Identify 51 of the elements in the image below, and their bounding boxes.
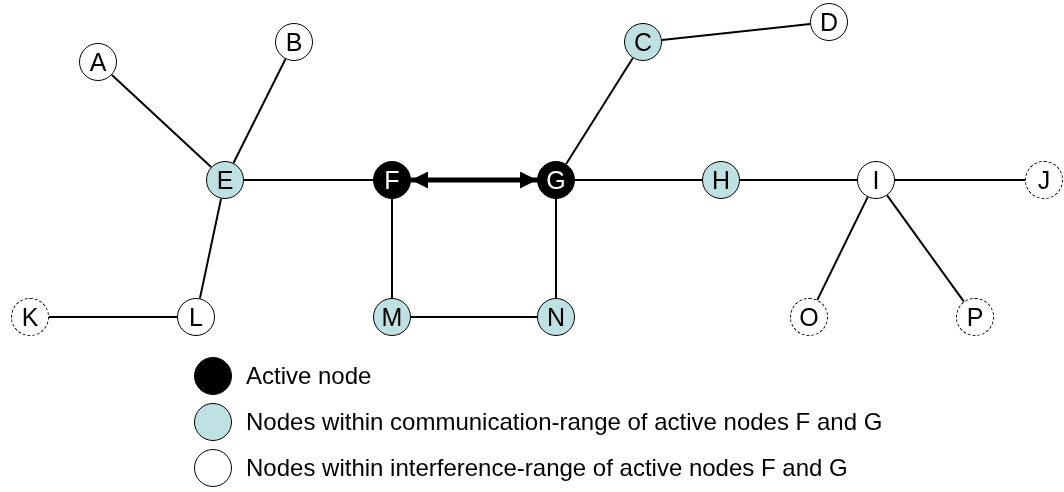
dashed-node-circle	[790, 298, 828, 336]
node-circle	[857, 161, 895, 199]
node-label: A	[89, 49, 107, 75]
node-circle	[810, 3, 848, 41]
node-circle	[537, 298, 575, 336]
connector-line	[555, 198, 557, 299]
connector-line	[816, 196, 869, 301]
legend-label: Nodes within communication-range of active nodes F and G	[246, 410, 883, 434]
node-label: O	[799, 304, 819, 330]
connector-line	[48, 316, 178, 318]
node-circle	[177, 298, 215, 336]
node-circle	[79, 43, 117, 81]
node-circle	[206, 161, 244, 199]
node-label: N	[546, 304, 566, 330]
node-label: K	[21, 304, 39, 330]
dashed-node-circle	[11, 298, 49, 336]
node-label: F	[384, 167, 400, 193]
dashed-node-circle	[956, 298, 994, 336]
connector-line	[198, 197, 223, 300]
connector-line	[894, 179, 1026, 181]
node-circle	[537, 161, 575, 199]
legend-label: Nodes within interference-range of active nodes F and G	[246, 456, 848, 480]
arrow	[411, 171, 537, 189]
connector-line	[410, 316, 538, 318]
connector-line	[886, 194, 965, 303]
dashed-node-circle	[1025, 161, 1063, 199]
connector-line	[739, 179, 858, 181]
node-label: L	[189, 304, 203, 330]
node-label: I	[872, 167, 880, 193]
connector-line	[574, 179, 703, 181]
node-circle	[275, 23, 313, 61]
connector-line	[110, 73, 213, 169]
node-label: C	[633, 29, 653, 55]
legend-label: Active node	[246, 364, 372, 388]
connector-line	[243, 179, 374, 181]
node-label: D	[819, 9, 839, 35]
node-circle	[373, 298, 411, 336]
node-label: J	[1037, 167, 1051, 193]
node-circle	[702, 161, 740, 199]
connector-line	[391, 198, 393, 299]
node-label: M	[381, 304, 403, 330]
connector-line	[565, 57, 634, 165]
node-circle	[624, 23, 662, 61]
node-label: E	[216, 167, 234, 193]
node-label: P	[966, 304, 984, 330]
connector-line	[660, 23, 812, 41]
node-label: G	[546, 167, 566, 193]
node-label: H	[711, 167, 731, 193]
connector-line	[232, 58, 287, 164]
node-circle	[373, 161, 411, 199]
node-label: B	[285, 29, 303, 55]
